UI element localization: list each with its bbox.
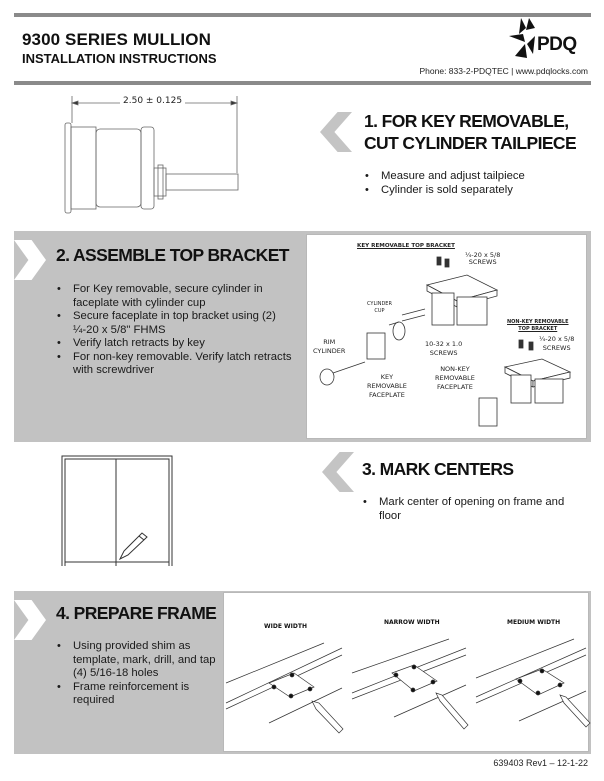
label-key-removable-top-bracket: KEY REMOVABLE TOP BRACKET	[357, 243, 455, 249]
cylinder-tailpiece-illustration	[64, 96, 239, 214]
contact-info: Phone: 833-2-PDQTEC | www.pdqlocks.com	[419, 66, 589, 76]
logo-text: PDQ	[537, 34, 577, 55]
label-wide-width: WIDE WIDTH	[264, 623, 307, 630]
pdq-star-logo-icon	[509, 18, 535, 58]
bullet-item: Mark center of opening on frame and floo…	[362, 496, 587, 523]
document-subtitle: INSTALLATION INSTRUCTIONS	[22, 51, 217, 66]
bracket-drawing	[319, 256, 572, 427]
step2-title: 2. ASSEMBLE TOP BRACKET	[56, 245, 289, 265]
document-title: 9300 SERIES MULLION	[22, 30, 211, 49]
step1-title-line1: 1. FOR KEY REMOVABLE,	[364, 111, 569, 131]
step1-title-line2: CUT CYLINDER TAILPIECE	[364, 133, 577, 153]
step3-chevron-icon	[322, 452, 354, 492]
step3-bullets: Mark center of opening on frame and floo…	[362, 496, 587, 523]
bullet-item: Secure faceplate in top bracket using (2…	[56, 310, 296, 337]
bullet-item: For Key removable, secure cylinder in fa…	[56, 283, 296, 310]
bullet-item: For non-key removable. Verify latch retr…	[56, 351, 296, 378]
label-narrow-width: NARROW WIDTH	[384, 619, 440, 626]
frame-preparation-diagram: WIDE WIDTH NARROW WIDTH MEDIUM WIDTH	[223, 592, 591, 752]
step1-bullets: Measure and adjust tailpiece Cylinder is…	[364, 170, 584, 197]
dimension-label: 2.50 ± 0.125	[120, 97, 186, 106]
header-top-rule	[14, 13, 591, 17]
bullet-item: Verify latch retracts by key	[56, 337, 296, 351]
header-bottom-rule	[14, 81, 591, 85]
step1-chevron-icon	[320, 112, 352, 152]
step4-bullets: Using provided shim as template, mark, d…	[56, 640, 218, 708]
double-door-opening-illustration	[61, 455, 173, 566]
document-number: 639403 Rev1 – 12-1-22	[493, 758, 588, 768]
bullet-item: Frame reinforcement is required	[56, 681, 218, 708]
bullet-item: Cylinder is sold separately	[364, 184, 584, 198]
step2-bullets: For Key removable, secure cylinder in fa…	[56, 283, 296, 378]
step4-title: 4. PREPARE FRAME	[56, 603, 217, 623]
label-medium-width: MEDIUM WIDTH	[507, 619, 561, 626]
bullet-item: Measure and adjust tailpiece	[364, 170, 584, 184]
bullet-item: Using provided shim as template, mark, d…	[56, 640, 218, 681]
frame-drawings	[225, 638, 591, 734]
step3-title: 3. MARK CENTERS	[362, 459, 514, 479]
